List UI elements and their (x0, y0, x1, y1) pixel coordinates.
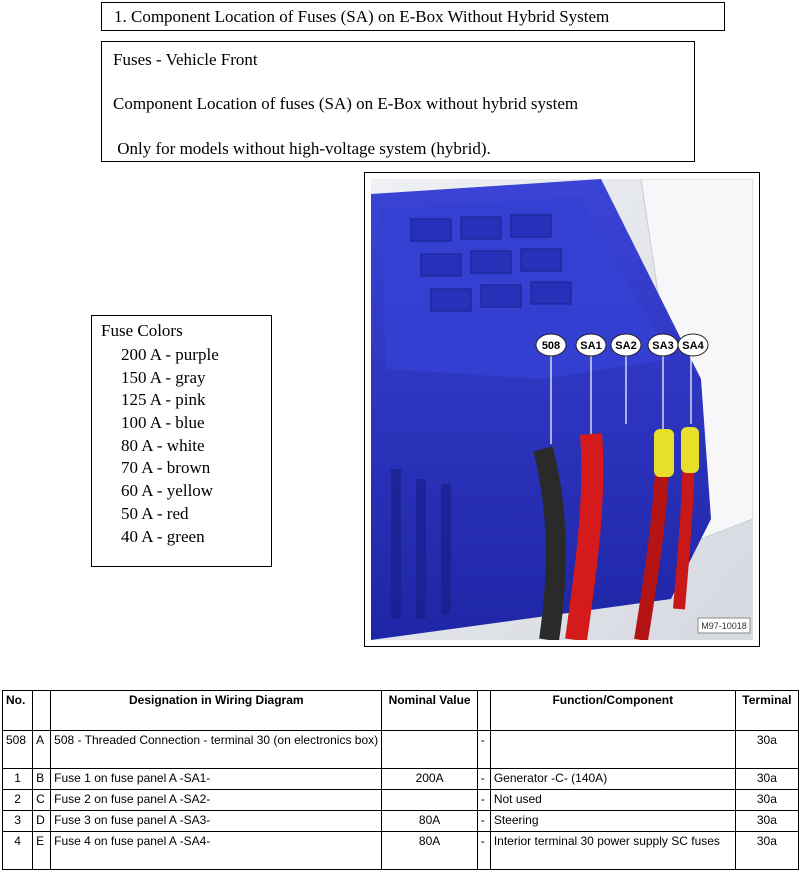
cell-separator: - (476, 768, 491, 790)
cell-letter: D (32, 810, 52, 832)
cell-letter: A (32, 730, 52, 769)
figure-id-label-box (697, 617, 751, 634)
table-row: 508 A 508 - Threaded Connection - termin… (1, 730, 800, 769)
cell-no: 1 (1, 768, 34, 790)
callout-sa1: SA1 (580, 340, 601, 352)
cell-letter: B (32, 768, 52, 790)
cell-terminal: 30a (734, 730, 800, 769)
fuse-color-item: 50 A - red (121, 503, 189, 523)
header-function: Function/Component (489, 690, 736, 731)
cell-terminal: 30a (734, 831, 800, 870)
cell-designation: Fuse 4 on fuse panel A -SA4- (50, 831, 383, 870)
cable-508 (533, 446, 566, 640)
cell-no: 3 (1, 810, 34, 832)
document-title: 1. Component Location of Fuses (SA) on E… (101, 2, 725, 31)
table-row: 3 D Fuse 3 on fuse panel A -SA3- 80A - S… (1, 810, 800, 832)
cell-separator: - (476, 730, 491, 769)
info-line-1: Fuses - Vehicle Front (113, 50, 258, 69)
fuse-color-item: 100 A - blue (121, 413, 205, 433)
header-terminal: Terminal (734, 690, 800, 731)
callout-lines (550, 354, 692, 444)
fuse-table: No. Designation in Wiring Diagram Nomina… (1, 690, 800, 870)
fuse-box-top (381, 197, 671, 379)
fuse-color-item: 200 A - purple (121, 345, 219, 364)
sleeve-sa4 (681, 427, 699, 473)
cell-designation: 508 - Threaded Connection - terminal 30 … (50, 730, 383, 769)
table-row: 2 C Fuse 2 on fuse panel A -SA2- - Not u… (1, 789, 800, 811)
cell-designation: Fuse 3 on fuse panel A -SA3- (50, 810, 383, 832)
cell-terminal: 30a (734, 810, 800, 832)
cell-letter: C (32, 789, 52, 811)
fuse-colors-legend: Fuse Colors 200 A - purple 150 A - gray … (91, 315, 272, 567)
cell-function (489, 730, 736, 769)
table-header-row: No. Designation in Wiring Diagram Nomina… (1, 690, 800, 731)
fuse-box-figure: 508 SA1 SA2 SA3 SA4 M97-10018 (364, 172, 760, 647)
info-line-3: Only for models without high-voltage sys… (113, 139, 491, 158)
fuse-color-item: 125 A - pink (121, 390, 206, 410)
header-no: No. (1, 690, 34, 731)
cell-terminal: 30a (734, 768, 800, 790)
cell-function: Not used (489, 789, 736, 811)
header-letter (32, 690, 52, 731)
fuse-color-item: 60 A - yellow (121, 481, 214, 501)
table-row: 1 B Fuse 1 on fuse panel A -SA1- 200A - … (1, 768, 800, 790)
callout-sa3: SA3 (652, 340, 673, 352)
box-ribs (391, 469, 451, 619)
fuse-color-item: 150 A - gray (121, 367, 206, 387)
cell-no: 4 (1, 831, 34, 870)
cell-separator: - (476, 810, 491, 832)
cell-nominal-value (381, 789, 478, 811)
cell-nominal-value: 200A (381, 768, 478, 790)
info-line-2: Component Location of fuses (SA) on E-Bo… (113, 94, 579, 113)
cell-function: Interior terminal 30 power supply SC fus… (489, 831, 736, 870)
header-designation: Designation in Wiring Diagram (50, 690, 383, 731)
cell-separator: - (476, 831, 491, 870)
header-nominal-value: Nominal Value (381, 690, 478, 731)
fuse-color-item: 80 A - white (121, 435, 205, 455)
callout-sa4: SA4 (682, 340, 704, 352)
info-box: Fuses - Vehicle Front Component Location… (101, 41, 695, 162)
cell-nominal-value: 80A (381, 810, 478, 832)
figure-id-label: M97-10018 (701, 621, 747, 631)
cell-nominal-value (381, 730, 478, 769)
fuse-box-illustration: 508 SA1 SA2 SA3 SA4 M97-10018 (371, 179, 753, 640)
cell-no: 2 (1, 789, 34, 811)
callout-sa2: SA2 (615, 340, 636, 352)
cell-designation: Fuse 1 on fuse panel A -SA1- (50, 768, 383, 790)
sleeve-sa3 (654, 429, 674, 477)
fuse-color-item: 70 A - brown (121, 458, 211, 478)
cell-no: 508 (1, 730, 34, 769)
callouts: 508 SA1 SA2 SA3 SA4 (535, 333, 709, 357)
fuse-color-item: 40 A - green (121, 526, 205, 546)
cell-function: Steering (489, 810, 736, 832)
cell-letter: E (32, 831, 52, 870)
cell-function: Generator -C- (140A) (489, 768, 736, 790)
fuse-colors-list: 200 A - purple 150 A - gray 125 A - pink… (121, 344, 219, 548)
fuse-slots (410, 214, 572, 312)
cable-sa1 (565, 433, 604, 640)
fuse-colors-heading: Fuse Colors (101, 321, 183, 340)
cell-designation: Fuse 2 on fuse panel A -SA2- (50, 789, 383, 811)
header-separator (476, 690, 491, 731)
cell-separator: - (476, 789, 491, 811)
callout-508: 508 (542, 340, 560, 352)
table-row: 4 E Fuse 4 on fuse panel A -SA4- 80A - I… (1, 831, 800, 870)
cell-terminal: 30a (734, 789, 800, 811)
cell-nominal-value: 80A (381, 831, 478, 870)
